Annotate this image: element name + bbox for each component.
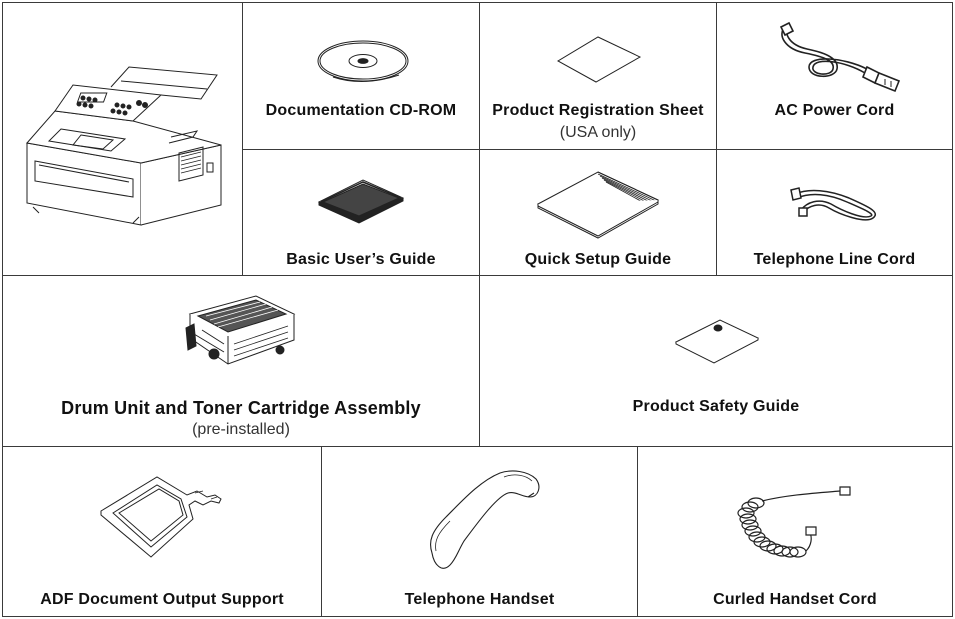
cell-quick-setup: Quick Setup Guide bbox=[479, 149, 717, 276]
drum-label: Drum Unit and Toner Cartridge Assembly bbox=[61, 398, 421, 418]
cell-adf: ADF Document Output Support bbox=[2, 446, 322, 617]
registration-label: Product Registration Sheet bbox=[492, 102, 704, 119]
cell-cd: Documentation CD-ROM bbox=[242, 2, 480, 150]
cell-users-guide: Basic User’s Guide bbox=[242, 149, 480, 276]
safety-guide-icon bbox=[674, 318, 760, 364]
cell-handset: Telephone Handset bbox=[321, 446, 638, 617]
adf-label: ADF Document Output Support bbox=[40, 591, 284, 608]
cell-line-cord: Telephone Line Cord bbox=[716, 149, 953, 276]
fax-machine-icon bbox=[21, 65, 226, 225]
guide-booklet-icon bbox=[536, 168, 660, 240]
power-label: AC Power Cord bbox=[774, 102, 895, 119]
adf-support-icon bbox=[99, 469, 227, 559]
curled-cord-icon bbox=[736, 487, 860, 561]
cell-safety: Product Safety Guide bbox=[479, 275, 953, 447]
curled-label: Curled Handset Cord bbox=[713, 591, 877, 608]
drum-toner-icon bbox=[184, 294, 298, 372]
quick-setup-label: Quick Setup Guide bbox=[524, 251, 672, 268]
cd-rom-icon bbox=[315, 37, 411, 85]
safety-label: Product Safety Guide bbox=[632, 398, 800, 415]
telephone-line-cord-icon bbox=[789, 184, 881, 226]
cell-drum: Drum Unit and Toner Cartridge Assembly (… bbox=[2, 275, 480, 447]
power-cord-icon bbox=[775, 21, 905, 93]
cell-registration: Product Registration Sheet (USA only) bbox=[479, 2, 717, 150]
cd-label: Documentation CD-ROM bbox=[265, 102, 457, 119]
cell-power: AC Power Cord bbox=[716, 2, 953, 150]
sheet-icon bbox=[556, 37, 642, 83]
cell-machine bbox=[2, 2, 243, 276]
line-cord-label: Telephone Line Cord bbox=[753, 251, 916, 268]
handset-label: Telephone Handset bbox=[404, 591, 555, 608]
drum-note: (pre-installed) bbox=[192, 421, 290, 438]
cell-curled: Curled Handset Cord bbox=[637, 446, 953, 617]
telephone-handset-icon bbox=[424, 469, 542, 573]
users-guide-label: Basic User’s Guide bbox=[286, 251, 436, 268]
registration-note: (USA only) bbox=[559, 124, 637, 141]
booklet-icon bbox=[317, 178, 405, 222]
